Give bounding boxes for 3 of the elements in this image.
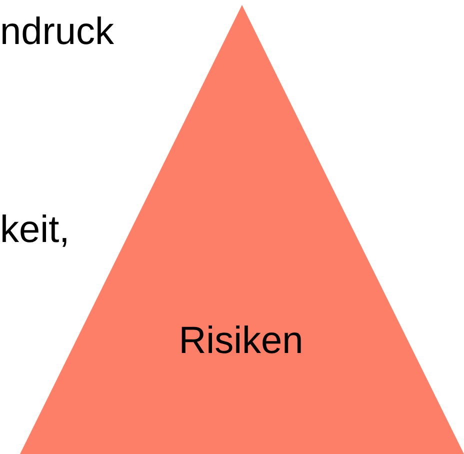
text-fragment: ndruck — [0, 12, 114, 54]
text-fragment: keit, — [0, 210, 70, 252]
node-text: Risiken — [178, 321, 304, 363]
